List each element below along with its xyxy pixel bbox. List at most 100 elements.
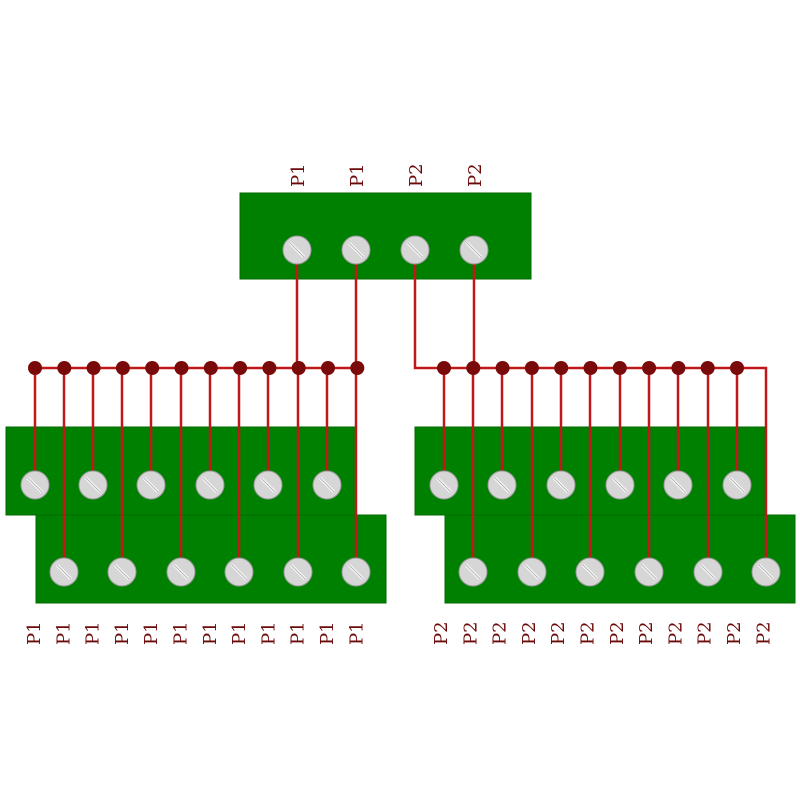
screw-icon-left-upper-3 <box>136 470 166 500</box>
wires-layer <box>33 250 768 572</box>
right-bottom-label-4: P2 <box>519 621 540 645</box>
screw-icon-left-lower-4 <box>224 557 254 587</box>
junction-dot-icon-left-1 <box>28 361 42 375</box>
top-to-right-feeder-1 <box>413 250 444 370</box>
junction-dot-icon-right-1 <box>437 361 451 375</box>
left-bottom-label-10: P1 <box>288 621 309 645</box>
right-bottom-label-3: P2 <box>490 621 511 645</box>
screw-slot-shadow <box>582 564 598 580</box>
junction-dot-icon-right-3 <box>495 361 510 375</box>
screw-slot-shadow <box>524 564 540 580</box>
screw-icon-right-upper-4 <box>605 470 635 500</box>
left-bottom-label-2: P1 <box>53 621 74 645</box>
boards-layer <box>5 192 796 604</box>
screw-slot-shadow <box>670 477 686 493</box>
screw-slot-shadow <box>494 477 510 493</box>
junction-dot-icon-left-4 <box>115 361 130 375</box>
screw-slot-shadow <box>289 242 305 258</box>
screw-slot-shadow <box>85 477 101 493</box>
screw-slot-shadow <box>700 564 716 580</box>
junction-dot-icon-left-9 <box>262 361 277 375</box>
screw-icon-left-upper-1 <box>20 470 50 500</box>
screw-icon-right-upper-3 <box>546 470 576 500</box>
right-bottom-label-12: P2 <box>753 621 774 645</box>
screw-slot-shadow <box>348 242 364 258</box>
junction-dot-icon-left-10 <box>291 361 306 375</box>
junction-dot-icon-right-4 <box>524 361 539 375</box>
screw-icon-left-lower-6 <box>341 557 371 587</box>
screw-icon-right-lower-1 <box>458 557 488 587</box>
screw-icon-left-lower-1 <box>49 557 79 587</box>
top-label-2: P1 <box>347 163 368 187</box>
screw-icon-left-lower-3 <box>166 557 196 587</box>
junction-dot-icon-right-11 <box>730 361 744 375</box>
junction-dot-icon-left-2 <box>57 361 72 375</box>
screw-icon-top-1 <box>282 235 312 265</box>
top-label-3: P2 <box>406 163 427 187</box>
screw-icon-right-lower-3 <box>575 557 605 587</box>
left-bottom-label-6: P1 <box>171 621 192 645</box>
left-bottom-label-4: P1 <box>112 621 133 645</box>
screw-icon-right-upper-6 <box>722 470 752 500</box>
junction-dot-icon-left-12 <box>350 361 365 375</box>
junction-dot-icon-right-7 <box>612 361 627 375</box>
screw-slot-shadow <box>553 477 569 493</box>
screw-slot-shadow <box>114 564 130 580</box>
left-bottom-label-12: P1 <box>346 621 367 645</box>
screw-slot-shadow <box>729 477 745 493</box>
junction-dots-layer <box>28 361 744 375</box>
left-bottom-label-11: P1 <box>317 621 338 645</box>
screw-icon-left-upper-4 <box>195 470 225 500</box>
screw-slot-shadow <box>612 477 628 493</box>
right-bottom-label-7: P2 <box>607 621 628 645</box>
screw-slot-shadow <box>641 564 657 580</box>
screw-icon-left-upper-6 <box>312 470 342 500</box>
screw-icon-top-3 <box>400 235 430 265</box>
left-bottom-label-5: P1 <box>141 621 162 645</box>
left-bottom-label-9: P1 <box>258 621 279 645</box>
right-bottom-label-9: P2 <box>665 621 686 645</box>
junction-dot-icon-left-7 <box>203 361 218 375</box>
junction-dot-icon-left-11 <box>321 361 335 375</box>
screw-icon-right-upper-1 <box>429 470 459 500</box>
screw-icon-left-lower-5 <box>283 557 313 587</box>
screw-icon-top-4 <box>459 235 489 265</box>
left-bottom-label-3: P1 <box>83 621 104 645</box>
screws-layer <box>20 235 781 587</box>
left-bottom-label-1: P1 <box>24 621 45 645</box>
screw-icon-left-lower-2 <box>107 557 137 587</box>
junction-dot-icon-right-8 <box>642 361 657 375</box>
right-bottom-label-1: P2 <box>431 621 452 645</box>
junction-dot-icon-left-5 <box>145 361 160 375</box>
screw-slot-shadow <box>27 477 43 493</box>
screw-icon-left-upper-5 <box>253 470 283 500</box>
right-bottom-label-2: P2 <box>460 621 481 645</box>
right-bottom-label-6: P2 <box>578 621 599 645</box>
right-bottom-label-8: P2 <box>636 621 657 645</box>
top-terminal-board <box>239 192 532 280</box>
left-lower-terminal-board <box>35 514 387 604</box>
screw-slot-shadow <box>466 242 482 258</box>
junction-dot-icon-left-8 <box>233 361 248 375</box>
screw-icon-right-lower-2 <box>517 557 547 587</box>
right-bottom-label-11: P2 <box>724 621 745 645</box>
screw-slot-shadow <box>465 564 481 580</box>
screw-slot-shadow <box>758 564 774 580</box>
top-label-4: P2 <box>465 163 486 187</box>
screw-slot-shadow <box>231 564 247 580</box>
screw-icon-right-upper-5 <box>663 470 693 500</box>
right-lower-terminal-board <box>444 514 796 604</box>
junction-dot-icon-right-10 <box>700 361 715 375</box>
screw-slot-shadow <box>173 564 189 580</box>
screw-icon-top-2 <box>341 235 371 265</box>
screw-slot-shadow <box>348 564 364 580</box>
screw-slot-shadow <box>260 477 276 493</box>
screw-slot-shadow <box>202 477 218 493</box>
screw-slot-shadow <box>407 242 423 258</box>
junction-dot-icon-right-5 <box>554 361 569 375</box>
junction-dot-icon-right-2 <box>466 361 481 375</box>
junction-dot-icon-right-9 <box>671 361 686 375</box>
